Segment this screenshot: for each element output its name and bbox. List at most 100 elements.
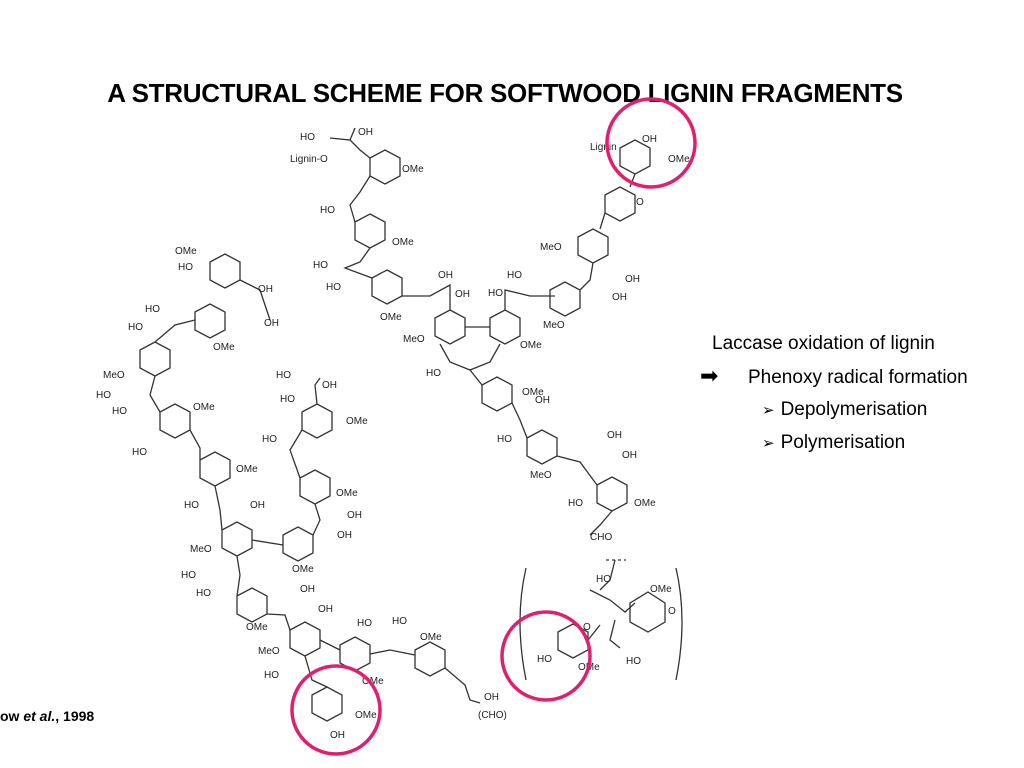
label-ome: OMe [634, 498, 656, 509]
slide-title: A STRUCTURAL SCHEME FOR SOFTWOOD LIGNIN … [107, 78, 903, 108]
label-ho: HO [326, 282, 341, 293]
label-ho: HO [181, 570, 196, 581]
label-ome: OMe [392, 237, 414, 248]
label-meo: MeO [103, 370, 125, 381]
label-oh: OH [625, 274, 640, 285]
label-lignin: Lignin [590, 142, 617, 153]
label-meo: MeO [190, 544, 212, 555]
aromatic-ring [414, 641, 446, 677]
label-ho: HO [132, 447, 147, 458]
label-ome: OMe [380, 312, 402, 323]
label-meo: MeO [540, 242, 562, 253]
aromatic-ring [577, 228, 609, 264]
bullet-main-text: Phenoxy radical formation [748, 367, 968, 388]
label-ome: OMe [175, 246, 197, 257]
aromatic-ring [354, 213, 386, 249]
label-oh: OH [642, 134, 657, 145]
label-oh: OH [318, 604, 333, 615]
dienone-ring [629, 591, 666, 633]
label-ho: HO [128, 322, 143, 333]
label-oh: OH [455, 289, 470, 300]
label-meo: MeO [403, 334, 425, 345]
label-oh: OH [300, 584, 315, 595]
sub-bullet-text: Polymerisation [780, 432, 906, 453]
label-ho: HO [112, 406, 127, 417]
aromatic-ring [434, 309, 466, 345]
aromatic-ring [282, 526, 314, 562]
label-o: O [583, 622, 591, 633]
label-meo: MeO [258, 646, 280, 657]
sub-bullet: ➢Depolymerisation [700, 394, 968, 427]
citation: ow et al., 1998 [0, 708, 94, 724]
label-ome: OMe [668, 154, 690, 165]
label-meo: MeO [543, 320, 565, 331]
chevron-right-icon: ➢ [762, 435, 775, 452]
label-ho: HO [537, 654, 552, 665]
aromatic-ring [549, 281, 581, 317]
label-ome: OMe [650, 584, 672, 595]
aromatic-ring [369, 149, 401, 185]
bullet-list: Laccase oxidation of lignin ➡ Phenoxy rad… [700, 328, 968, 460]
label-oh: OH [258, 284, 273, 295]
highlight-circle-top-right [605, 97, 697, 189]
citation-italic: et al. [23, 708, 56, 724]
label-cho: CHO [590, 532, 612, 543]
label-ho: HO [264, 670, 279, 681]
aromatic-ring [199, 451, 231, 487]
label-ho: HO [96, 390, 111, 401]
label-ome: OMe [355, 710, 377, 721]
label-oh: OH [484, 692, 499, 703]
aromatic-ring [221, 521, 253, 557]
label-oh: OH [358, 127, 373, 138]
aromatic-ring [289, 621, 321, 657]
label-ho: HO [392, 616, 407, 627]
label-ome: OMe [246, 622, 268, 633]
sub-bullet: ➢ Polymerisation [700, 427, 968, 460]
label-ome: OMe [346, 416, 368, 427]
label-ome: OMe [213, 342, 235, 353]
bullet-intro: Laccase oxidation of lignin [712, 333, 935, 354]
label-ome: OMe [292, 564, 314, 575]
label-o: O [636, 197, 644, 208]
aromatic-ring [301, 403, 333, 439]
label-ome: OMe [236, 464, 258, 475]
aromatic-ring [481, 376, 513, 412]
label-oh: OH [607, 430, 622, 441]
label-oh: OH [330, 730, 345, 741]
aromatic-ring [526, 429, 558, 465]
label-oh: OH [337, 530, 352, 541]
label-ome: OMe [520, 340, 542, 351]
label-ho: HO [276, 370, 291, 381]
label-ome: OMe [420, 632, 442, 643]
label-ho: HO [262, 434, 277, 445]
label-ome: OMe [362, 676, 384, 687]
label-ho: HO [196, 588, 211, 599]
label-oh: OH [612, 292, 627, 303]
aromatic-ring [489, 309, 521, 345]
label-ho: HO [280, 394, 295, 405]
label-oh: OH [250, 500, 265, 511]
aromatic-ring [159, 403, 191, 439]
bullet-main: ➡ Phenoxy radical formation [700, 360, 968, 394]
chevron-right-icon: ➢ [762, 402, 775, 419]
label-ho: HO [357, 618, 372, 629]
label-ho: HO [426, 368, 441, 379]
aromatic-ring [619, 139, 651, 175]
aromatic-ring [604, 186, 636, 222]
label-ho: HO [497, 434, 512, 445]
highlight-circle-bottom-left [290, 664, 382, 756]
label-o: O [668, 606, 676, 617]
label-ho: HO [145, 304, 160, 315]
label-oh: OH [322, 380, 337, 391]
label-ho: HO [488, 288, 503, 299]
aromatic-ring [194, 303, 226, 339]
arrow-icon: ➡ [700, 363, 719, 388]
citation-suffix: , 1998 [55, 708, 95, 724]
label-ho: HO [178, 262, 193, 273]
label-cho-paren: (CHO) [478, 710, 507, 721]
aromatic-ring [311, 686, 343, 722]
label-ome: OMe [336, 488, 358, 499]
label-lignin-o: Lignin-O [290, 154, 328, 165]
label-ome: OMe [522, 387, 544, 398]
